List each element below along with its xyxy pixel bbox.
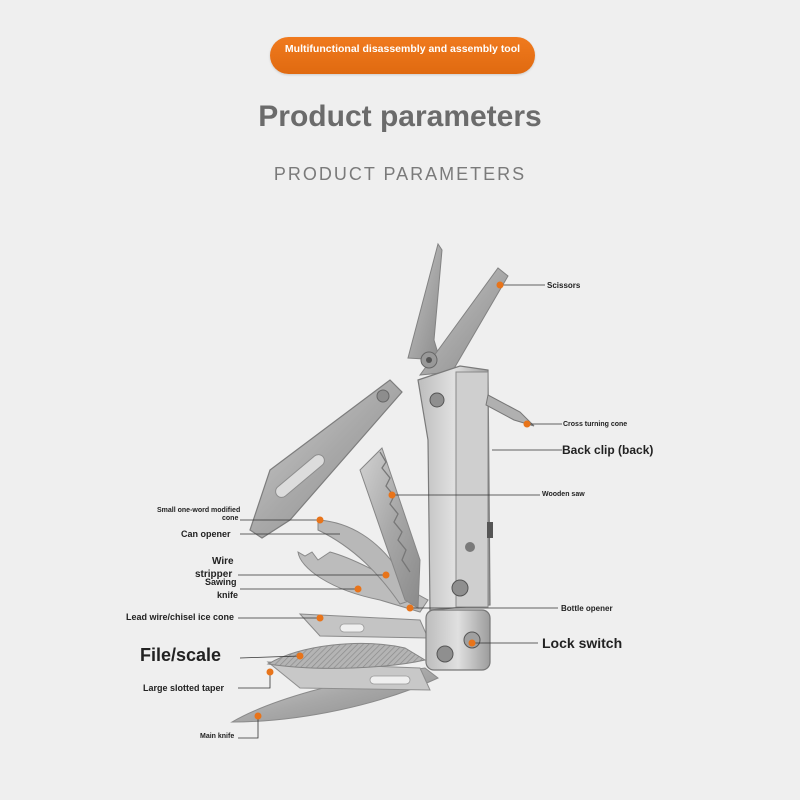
label-scissors: Scissors: [547, 281, 581, 290]
label-file-scale: File/scale: [140, 645, 222, 665]
left-handle: [249, 379, 403, 539]
label-sawing: Sawing: [205, 577, 237, 587]
label-lead-wire: Lead wire/chisel ice cone: [126, 612, 235, 622]
file-blade: [266, 642, 427, 669]
product-badge: Multifunctional disassembly and assembly…: [270, 37, 535, 74]
label-can-opener: Can opener: [181, 529, 231, 539]
label-small-cone-line2: cone: [222, 515, 239, 522]
label-stripper: stripper: [195, 569, 233, 580]
label-lock-switch: Lock switch: [542, 635, 623, 651]
page-subtitle: PRODUCT PARAMETERS: [273, 164, 527, 184]
label-wire: Wire: [212, 556, 234, 567]
label-knife: knife: [217, 590, 239, 600]
label-main-knife: Main knife: [200, 733, 235, 740]
label-large-slotted-taper: Large slotted taper: [143, 683, 225, 693]
page-title: Product parameters: [258, 100, 542, 133]
label-cross-turning-cone: Cross turning cone: [563, 421, 628, 428]
can-opener-blade: [317, 519, 413, 605]
wooden-saw-blade: [359, 447, 421, 609]
label-wooden-saw: Wooden saw: [542, 491, 585, 498]
scissors-blade-left: [407, 242, 443, 361]
label-bottle-opener: Bottle opener: [561, 604, 613, 613]
label-small-cone-line1: Small one-word modified: [157, 507, 241, 514]
label-back-clip: Back clip (back): [562, 443, 654, 457]
